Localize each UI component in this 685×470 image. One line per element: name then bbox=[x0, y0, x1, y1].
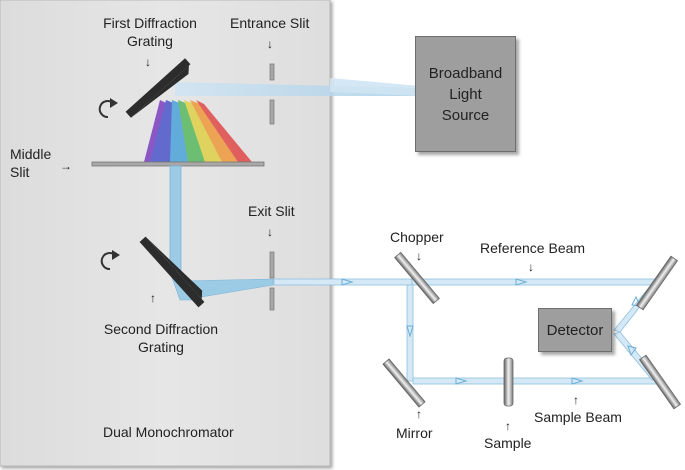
small-arrow-icon: ↑ bbox=[573, 393, 579, 407]
small-arrow-icon: ↓ bbox=[416, 249, 422, 263]
sample-cell bbox=[503, 357, 514, 407]
reference-mirror bbox=[635, 255, 679, 311]
beam-arrowhead bbox=[455, 377, 468, 385]
middle-slit-label: Middle Slit bbox=[10, 145, 51, 181]
first-grating bbox=[125, 58, 191, 123]
sample-beam bbox=[412, 377, 659, 385]
chopper-label: Chopper bbox=[390, 229, 444, 245]
small-arrow-icon: ↑ bbox=[416, 407, 422, 421]
light-source-box: Broadband Light Source bbox=[415, 36, 516, 152]
second-grating-label: Second Diffraction Grating bbox=[86, 320, 236, 356]
entrance-slit-bottom bbox=[269, 99, 275, 125]
light-source-label-1: Broadband bbox=[428, 64, 503, 82]
curved-arrow-icon bbox=[98, 98, 118, 119]
second-grating-label-line1: Second Diffraction bbox=[103, 321, 219, 337]
beam-arrowhead bbox=[515, 278, 528, 286]
detector-box: Detector bbox=[538, 308, 612, 352]
small-arrow-icon: ↑ bbox=[505, 419, 511, 433]
small-arrow-icon: ↓ bbox=[267, 225, 273, 239]
beam-arrowhead bbox=[627, 345, 637, 357]
light-source-label-2: Light bbox=[449, 85, 482, 103]
source-beam-outer bbox=[330, 78, 420, 96]
sample-mirror bbox=[638, 354, 682, 410]
small-arrow-icon: ↓ bbox=[145, 55, 151, 69]
first-grating-label: First Diffraction Grating bbox=[88, 14, 212, 50]
middle-slit bbox=[91, 161, 265, 167]
beam-arrowhead bbox=[406, 325, 414, 338]
light-source-label-3: Source bbox=[441, 106, 490, 124]
chopper-to-mirror-beam bbox=[406, 284, 414, 382]
middle-slit-label-line2: Slit bbox=[10, 164, 30, 180]
first-grating-label-line2: Grating bbox=[127, 33, 173, 49]
exit-beam bbox=[273, 278, 413, 286]
small-arrow-icon: ↓ bbox=[528, 260, 534, 274]
small-arrow-icon: ↓ bbox=[267, 37, 273, 51]
dual-monochromator-label: Dual Monochromator bbox=[103, 424, 234, 440]
beam-arrowhead bbox=[631, 295, 641, 307]
small-arrow-icon: ↑ bbox=[150, 291, 156, 305]
chopper bbox=[394, 251, 440, 305]
exit-slit-top bbox=[269, 251, 275, 279]
reference-beam bbox=[411, 278, 658, 286]
first-grating-label-line1: First Diffraction bbox=[103, 15, 197, 31]
monochromator-panel bbox=[0, 0, 331, 467]
entrance-slit-top bbox=[269, 63, 275, 81]
detector-label: Detector bbox=[546, 321, 604, 339]
middle-slit-label-line1: Middle bbox=[10, 146, 52, 162]
beam-arrowhead bbox=[341, 278, 354, 286]
sample-beam-label: Sample Beam bbox=[534, 409, 622, 425]
reference-beam-label: Reference Beam bbox=[480, 240, 586, 256]
entrance-slit-label: Entrance Slit bbox=[230, 15, 310, 31]
second-grating-label-line2: Grating bbox=[138, 339, 184, 355]
small-arrow-icon: → bbox=[60, 159, 72, 173]
mirror-label: Mirror bbox=[396, 425, 433, 441]
beam-arrowhead bbox=[571, 377, 584, 385]
middle-to-second-beam bbox=[169, 165, 182, 275]
exit-slit-label: Exit Slit bbox=[248, 203, 295, 219]
spectrum-fan bbox=[144, 100, 252, 162]
second-grating bbox=[139, 232, 205, 308]
curved-arrow-icon bbox=[100, 250, 120, 271]
sample-label: Sample bbox=[484, 435, 532, 451]
mirror bbox=[382, 358, 426, 408]
exit-slit-bottom bbox=[269, 287, 275, 311]
